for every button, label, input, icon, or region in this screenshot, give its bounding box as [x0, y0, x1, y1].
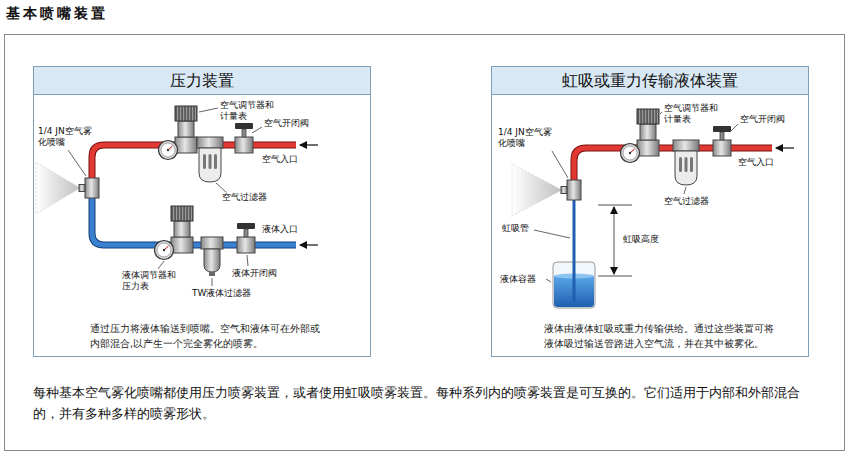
part-label: 空气开闭阀 — [264, 118, 309, 129]
part-label: 虹吸管 — [502, 223, 529, 234]
panel-box: 虹吸或重力传输液体装置液体由液体虹吸或重力传输供给。通过这些装置可将液体吸过输送… — [491, 66, 809, 357]
tw-filter — [201, 237, 223, 276]
leader-lines — [534, 112, 738, 282]
panel-box: 压力装置通过压力将液体输送到喷嘴。空气和液体可在外部或内部混合,以产生一个完全雾… — [33, 66, 371, 357]
liquid-hose — [92, 198, 296, 245]
inlet-arrow — [776, 147, 794, 148]
spray-pattern — [36, 162, 80, 214]
panel-header: 压力装置 — [34, 67, 370, 95]
part-label: 空气调节器和计量表 — [664, 103, 720, 125]
page-title: 基本喷嘴装置 — [6, 5, 108, 23]
air-regulator — [175, 106, 197, 153]
panel-header: 虹吸或重力传输液体装置 — [492, 67, 808, 95]
part-label: 空气开闭阀 — [740, 114, 785, 125]
liquid-regulator — [171, 206, 193, 253]
part-label: TW液体过滤器 — [192, 288, 251, 299]
part-label: 虹吸高度 — [622, 234, 660, 245]
liquid-valve — [237, 223, 255, 253]
air-filter — [673, 140, 699, 185]
air-gauge — [159, 141, 178, 160]
outer-frame — [5, 35, 845, 451]
inlet-arrow — [300, 144, 318, 145]
part-label: 空气过滤器 — [222, 192, 267, 203]
spray-pattern — [512, 164, 562, 216]
part-label: 液体容器 — [500, 274, 536, 285]
air-regulator — [637, 109, 659, 156]
air-valve — [235, 123, 253, 153]
siphon-tube — [573, 200, 576, 302]
spray-nozzle — [561, 180, 581, 200]
panel-description: 通过压力将液体输送到喷嘴。空气和液体可在外部或内部混合,以产生一个完全雾化的喷雾… — [90, 321, 326, 351]
liquid-hose — [92, 198, 296, 245]
liquid-gauge — [155, 241, 174, 260]
inlet-arrow — [300, 244, 318, 245]
panel-description: 液体由液体虹吸或重力传输供给。通过这些装置可将液体吸过输送管路进入空气流，并在其… — [544, 321, 780, 351]
part-label: 液体入口 — [262, 224, 298, 235]
part-label: 1/4 JN空气雾化喷嘴 — [498, 127, 554, 149]
part-label: 液体调节器和压力表 — [122, 270, 178, 292]
part-label: 液体开闭阀 — [232, 268, 277, 279]
air-gauge — [621, 144, 640, 163]
part-label: 空气过滤器 — [664, 196, 709, 207]
spray-nozzle — [79, 178, 99, 198]
air-valve — [713, 126, 731, 156]
air-filter — [197, 137, 223, 182]
part-label: 空气入口 — [738, 157, 774, 168]
part-label: 空气入口 — [262, 154, 298, 165]
caption: 每种基本空气雾化喷嘴都使用压力喷雾装置，或者使用虹吸喷雾装置。每种系列内的喷雾装… — [33, 382, 825, 424]
part-label: 1/4 JN空气雾化喷嘴 — [38, 126, 94, 148]
